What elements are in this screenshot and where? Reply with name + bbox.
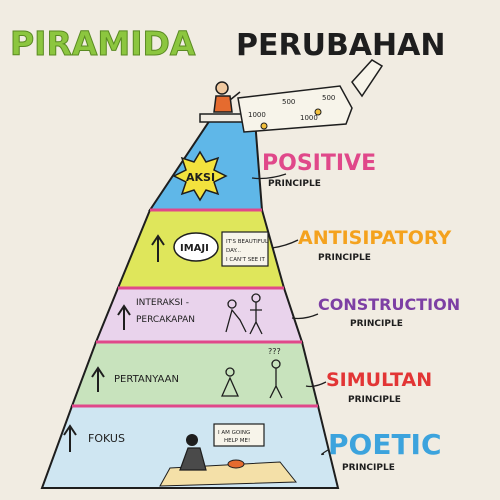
principle-poetic-sub: PRINCIPLE (342, 463, 395, 473)
banner-amount-4: 500 (322, 94, 335, 102)
money-banner (237, 85, 353, 133)
principle-antisipatory: ANTISIPATORY (298, 227, 452, 249)
arrow-up-icon (63, 424, 77, 436)
person-icon (269, 368, 283, 399)
connector-arrow-simultan (305, 381, 327, 388)
person-head-icon (215, 81, 229, 95)
title-group: PIRAMIDA PERUBAHAN (10, 24, 446, 64)
fokus-note-line-2: HELP ME! (224, 438, 250, 444)
person-icon (225, 367, 235, 377)
layer-pertanyaan: PERTANYAAN ??? SIMULTAN PRINCIPLE (91, 347, 432, 405)
aksi-burst-icon (172, 150, 228, 202)
connector-arrows (251, 173, 329, 456)
banner-amount-1: 1000 (248, 111, 266, 119)
connector-arrow-poetic (321, 449, 329, 456)
principle-poetic: POETIC (328, 428, 442, 461)
person-arm-icon (229, 91, 241, 101)
principle-simultan: SIMULTAN (326, 369, 432, 391)
layer-aksi: AKSI POSITIVE PRINCIPLE (172, 150, 376, 202)
connector-arrow-construction (291, 313, 319, 320)
principle-simultan-sub: PRINCIPLE (348, 395, 401, 405)
fokus-note-card (213, 423, 265, 447)
person-body-icon (213, 95, 233, 113)
layer-imaji: IMAJI IT'S BEAUTIFUL DAY... I CAN'T SEE … (151, 227, 452, 267)
layer-interaksi: INTERAKSI - PERCAKAPAN CONSTRUCTION PRIN… (117, 293, 460, 335)
imaji-note-line-3: I CAN'T SEE IT (226, 257, 266, 263)
arrow-up-icon (91, 366, 105, 378)
principle-construction: CONSTRUCTION (318, 295, 460, 314)
person-icon (227, 299, 237, 309)
title-part2: PERUBAHAN (236, 28, 445, 63)
principle-positive: POSITIVE (262, 151, 376, 176)
connector-arrow-positive (251, 173, 287, 180)
imaji-note-line-1: IT'S BEAUTIFUL (226, 239, 269, 245)
coin-icon (314, 108, 322, 116)
layer-interaksi-band (94, 287, 304, 343)
layer-interaksi-label-2: PERCAKAPAN (136, 315, 195, 325)
imaji-note-card (221, 231, 269, 267)
bowl-icon (227, 459, 245, 469)
layer-fokus-label: FOKUS (88, 432, 125, 445)
person-body-icon (179, 447, 207, 471)
person-icon (220, 376, 240, 397)
arrow-up-icon (117, 304, 131, 316)
principle-antisipatory-sub: PRINCIPLE (318, 253, 371, 263)
person-head-icon (186, 434, 198, 446)
title-part1: PIRAMIDA (10, 24, 196, 63)
layer-pertanyaan-label: PERTANYAAN (114, 374, 179, 385)
question-bubble: ??? (268, 347, 281, 356)
imaji-cloud-icon (173, 232, 219, 262)
person-icon (225, 308, 247, 333)
principle-construction-sub: PRINCIPLE (350, 319, 403, 329)
top-scene: 1000 500 1000 500 (199, 59, 384, 133)
banner-amount-3: 1000 (300, 114, 318, 122)
imaji-note-line-2: DAY... (226, 248, 241, 254)
layer-interaksi-label-1: INTERAKSI - (136, 298, 189, 308)
connector-arrow-antisipatory (271, 239, 299, 249)
layer-fokus: FOKUS I AM GOING HELP ME! POETIC PRINCIP… (63, 423, 442, 487)
fokus-note-line-1: I AM GOING (218, 430, 250, 436)
hand-icon (351, 59, 384, 98)
principle-positive-sub: PRINCIPLE (268, 179, 321, 189)
person-icon (249, 302, 263, 335)
layer-imaji-label: IMAJI (180, 243, 209, 254)
arrow-up-icon (151, 234, 165, 246)
coin-icon (260, 122, 268, 130)
banner-amount-2: 500 (282, 98, 295, 106)
layer-aksi-label: AKSI (186, 171, 215, 184)
